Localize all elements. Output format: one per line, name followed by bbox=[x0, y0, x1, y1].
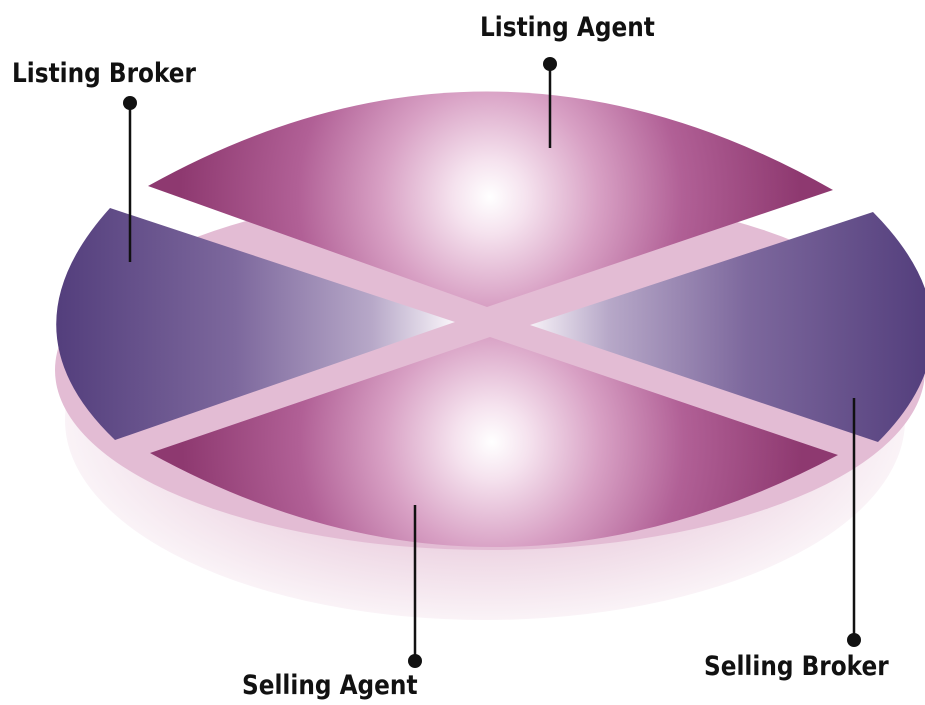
listing-agent-segment bbox=[148, 91, 833, 307]
leader-selling-broker bbox=[847, 398, 861, 647]
selling-agent-label: Selling Agent bbox=[242, 670, 418, 701]
leader-listing-broker bbox=[123, 96, 137, 262]
selling-agent-segment bbox=[150, 337, 838, 548]
leader-selling-agent bbox=[408, 505, 422, 668]
listing-broker-label: Listing Broker bbox=[12, 58, 196, 89]
listing-broker-segment bbox=[56, 208, 455, 440]
selling-broker-label: Selling Broker bbox=[704, 651, 889, 682]
selling-broker-segment bbox=[530, 212, 925, 442]
leader-listing-agent bbox=[543, 57, 557, 148]
listing-agent-label: Listing Agent bbox=[480, 12, 655, 43]
